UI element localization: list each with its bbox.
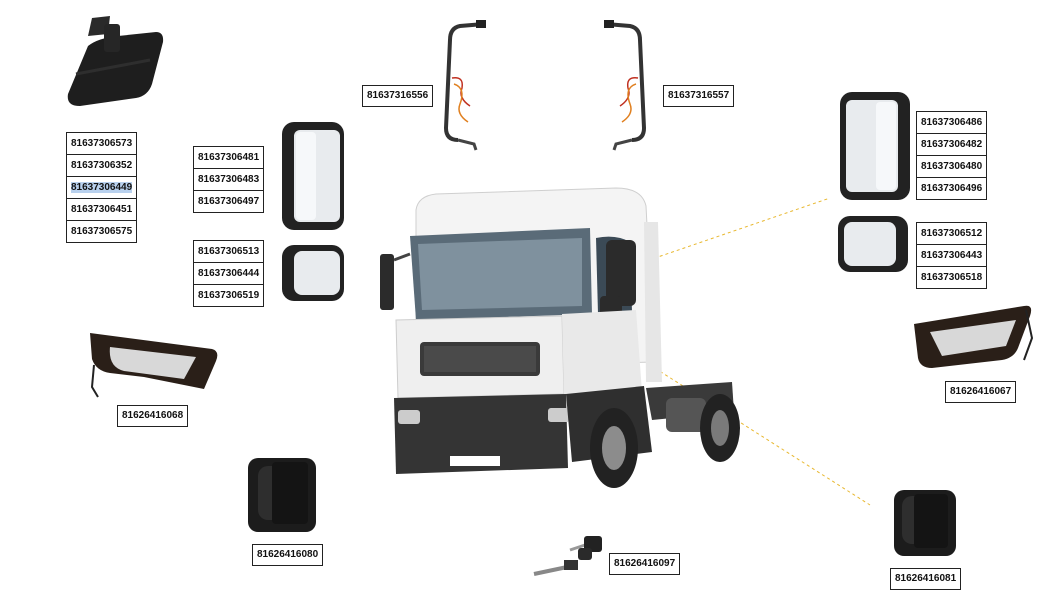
label-group-mirror-cover: 81637306573 81637306352 81637306449 8163… bbox=[66, 132, 138, 243]
door-handle-right-icon bbox=[894, 490, 956, 556]
label-bracket-left: 81637316556 bbox=[362, 85, 434, 107]
part-number-label: 81637306444 bbox=[193, 262, 265, 285]
part-number-label: 81637306483 bbox=[193, 168, 265, 191]
part-number-label: 81637306519 bbox=[193, 284, 265, 307]
mirror-cover-icon bbox=[67, 16, 164, 106]
part-number-label: 81626416080 bbox=[252, 544, 324, 566]
part-number-label: 81637306451 bbox=[66, 198, 138, 221]
label-group-left-main-mirror: 81637306481 81637306483 81637306497 bbox=[193, 146, 265, 213]
label-group-right-main-mirror: 81637306486 81637306482 81637306480 8163… bbox=[916, 111, 988, 200]
part-number-label: 81626416081 bbox=[890, 568, 962, 590]
highlighted-part-number: 81637306449 bbox=[71, 182, 133, 193]
part-number-label: 81637306482 bbox=[916, 133, 988, 156]
part-number-label: 81637306512 bbox=[916, 222, 988, 245]
part-number-label: 81637306496 bbox=[916, 177, 988, 200]
part-number-label: 81626416068 bbox=[117, 405, 189, 427]
key-icon bbox=[533, 536, 602, 576]
label-door-handle-right: 81626416081 bbox=[890, 568, 962, 590]
wide-angle-mirror-left-icon bbox=[282, 245, 344, 301]
part-number-label: 81626416097 bbox=[609, 553, 681, 575]
wide-angle-mirror-right-icon bbox=[838, 216, 908, 272]
mirror-bracket-right-icon bbox=[604, 20, 647, 151]
part-number-label: 81637306573 bbox=[66, 132, 138, 155]
interior-handle-right-icon bbox=[914, 305, 1034, 368]
main-mirror-right-icon bbox=[840, 92, 910, 200]
label-group-right-wide-mirror: 81637306512 81637306443 81637306518 bbox=[916, 222, 988, 289]
label-door-handle-left: 81626416080 bbox=[252, 544, 324, 566]
part-number-label: 81637316556 bbox=[362, 85, 434, 107]
label-handle-left: 81626416068 bbox=[117, 405, 189, 427]
part-number-label: 81637306480 bbox=[916, 155, 988, 178]
label-handle-right: 81626416067 bbox=[945, 381, 1017, 403]
part-number-label: 81637306486 bbox=[916, 111, 988, 134]
mirror-bracket-left-icon bbox=[443, 20, 486, 151]
part-number-label: 81637306497 bbox=[193, 190, 265, 213]
part-number-label: 81637306352 bbox=[66, 154, 138, 177]
part-number-label-selected: 81637306449 bbox=[66, 176, 138, 199]
part-number-label: 81637316557 bbox=[663, 85, 735, 107]
part-number-label: 81637306513 bbox=[193, 240, 265, 263]
part-number-label: 81637306518 bbox=[916, 266, 988, 289]
part-number-label: 81637306481 bbox=[193, 146, 265, 169]
door-handle-left-icon bbox=[248, 458, 316, 532]
part-number-label: 81626416067 bbox=[945, 381, 1017, 403]
main-mirror-left-icon bbox=[282, 122, 344, 230]
label-keys: 81626416097 bbox=[609, 553, 681, 575]
interior-handle-left-icon bbox=[90, 333, 218, 398]
part-number-label: 81637306443 bbox=[916, 244, 988, 267]
part-number-label: 81637306575 bbox=[66, 220, 138, 243]
truck-image bbox=[380, 187, 740, 488]
label-group-left-wide-mirror: 81637306513 81637306444 81637306519 bbox=[193, 240, 265, 307]
label-bracket-right: 81637316557 bbox=[663, 85, 735, 107]
